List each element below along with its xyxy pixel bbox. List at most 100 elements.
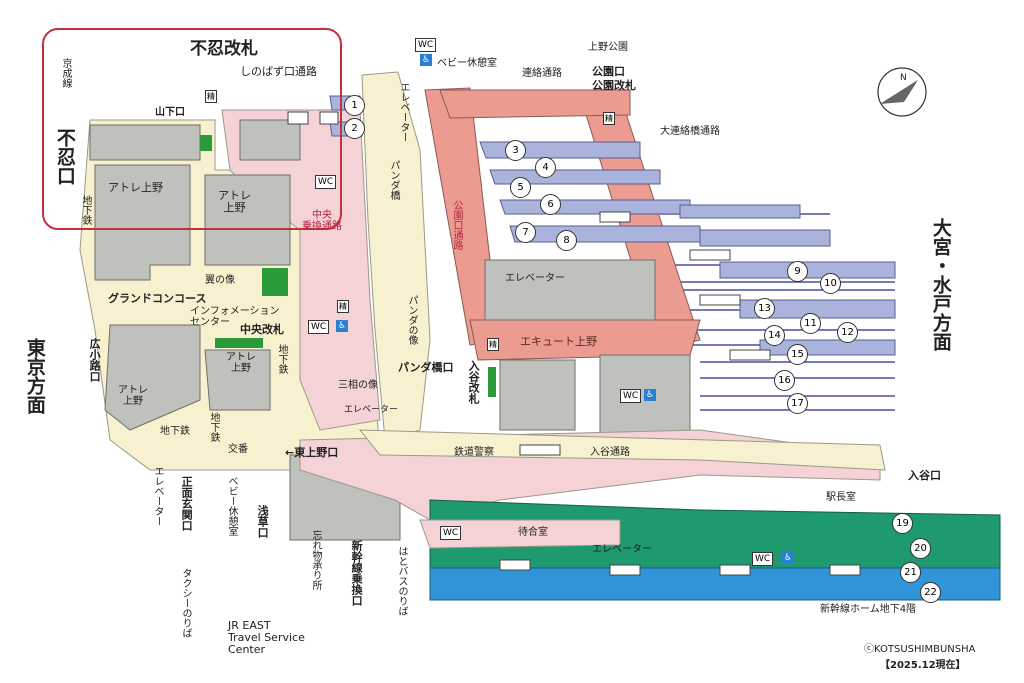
yamashita-exit-label: 山下口 [155, 107, 185, 118]
elevator-label-4: エレベーター [152, 466, 163, 526]
elevator-label-1: エレベーター [398, 82, 409, 142]
shinobazu-exit-label: 不忍口 [53, 128, 76, 185]
renraku-passage-label: 連絡通路 [522, 68, 562, 79]
taxi-stand-label: タクシーのりば [180, 568, 191, 638]
tokyo-direction-label: 東京方面 [23, 338, 46, 414]
elevator-label-3: エレベーター [344, 405, 399, 415]
subway-label-3: 地下鉄 [160, 426, 190, 437]
platform-1: 1 [344, 95, 365, 116]
higashi-ueno-exit-label: ←東上野口 [285, 446, 339, 459]
central-transfer-label: 中央 乗換通路 [302, 210, 342, 232]
platform-9: 9 [787, 261, 808, 282]
travel-service-center-label: JR EAST Travel Service Center [228, 619, 305, 657]
wc-icon: WC [440, 526, 462, 540]
panda-bridge-exit-label: パンダ橋口 [398, 361, 454, 374]
date-note-label: 【2025.12現在】 [880, 660, 966, 671]
platform-15: 15 [787, 344, 808, 365]
north-label: N [900, 73, 907, 83]
omiya-mito-direction-label: 大宮・水戸方面 [929, 218, 952, 351]
koen-passage-label: 公園口通路 [451, 200, 462, 250]
iriya-route [358, 429, 886, 471]
atre-ueno-label-3: アトレ 上野 [118, 385, 148, 407]
atre-ueno-label-1: アトレ上野 [108, 181, 163, 194]
shinkansen-transfer-label: 新幹線乗換口 [350, 540, 364, 606]
baby-room-label-2: ベビー休憩室 [226, 476, 237, 536]
hirokoji-exit-label: 広小路口 [88, 338, 102, 382]
police-box-label: 交番 [228, 444, 248, 455]
subway-label-4: 地下鉄 [208, 412, 219, 442]
asakusa-exit-label: 浅草口 [256, 505, 270, 538]
atre-ueno-label-4: アトレ 上野 [226, 352, 256, 374]
wc-icon: WC [315, 175, 337, 189]
copyright-label: ⓒKOTSUSHIMBUNSHA [864, 644, 976, 655]
shinobazu-gate-label: 不忍改札 [190, 39, 258, 59]
railway-police-label: 鉄道警察 [454, 447, 494, 458]
platform-4: 4 [535, 157, 556, 178]
ecute-label: エキュート上野 [520, 335, 597, 348]
platform-22: 22 [920, 582, 941, 603]
platform-12: 12 [837, 322, 858, 343]
atre-ueno-label-2: アトレ 上野 [218, 189, 251, 215]
central-gate-label: 中央改札 [240, 323, 284, 336]
main-entrance-exit-label: 正面玄関口 [180, 476, 194, 531]
shinkansen-platform [429, 567, 1001, 601]
platform-6: 6 [540, 194, 561, 215]
shinkansen-platform-label: 新幹線ホーム地下4階 [820, 604, 917, 615]
koen-gate-label: 公園改札 [592, 79, 636, 92]
hato-bus-label: はとバスのりば [396, 546, 407, 616]
koen-exit-label: 公園口 [592, 65, 625, 78]
keisei-line-label: 京成線 [60, 58, 71, 88]
iriya-passage-label: 入谷通路 [590, 447, 630, 458]
iriya-gate-label: 入谷改札 [467, 360, 481, 404]
platform-21: 21 [900, 562, 921, 583]
stairs [287, 111, 861, 576]
platform-10: 10 [820, 273, 841, 294]
panda-bridge-label: パンダ橋 [388, 160, 399, 200]
dai-renraku-label: 大連絡橋通路 [660, 126, 720, 137]
fare-adjustment-icon: 精 [337, 300, 349, 313]
subway-label-1: 地下鉄 [80, 195, 91, 225]
platform-7: 7 [515, 222, 536, 243]
fare-adjustment-icon: 精 [205, 90, 217, 103]
wheelchair-icon: ♿ [336, 320, 348, 332]
lost-found-label: 忘れ物承り所 [310, 530, 321, 590]
elevator-label-2: エレベーター [505, 273, 565, 284]
platform-13: 13 [754, 298, 775, 319]
platform-19: 19 [892, 513, 913, 534]
shinobazu-highlight [42, 28, 342, 230]
subway-label-2: 地下鉄 [276, 344, 287, 374]
panda-statue-label: パンダの像 [406, 295, 417, 345]
sanso-statue-label: 三相の像 [338, 380, 378, 391]
gate-markers [200, 135, 496, 397]
platform-5: 5 [510, 177, 531, 198]
iriya-exit-label: 入谷口 [908, 469, 941, 482]
wing-statue-label: 翼の像 [205, 275, 235, 286]
wheelchair-icon: ♿ [782, 552, 794, 564]
wheelchair-icon: ♿ [420, 54, 432, 66]
information-center-label: インフォメーション センター [190, 306, 280, 328]
platform-3: 3 [505, 140, 526, 161]
wheelchair-icon: ♿ [644, 389, 656, 401]
platform-16: 16 [774, 370, 795, 391]
panda-bridge [361, 71, 431, 441]
grand-concourse-label: グランドコンコース [108, 292, 207, 305]
wc-icon: WC [415, 38, 437, 52]
waiting-area [419, 519, 621, 549]
north-arrow-icon [877, 67, 927, 117]
renraku-passage [439, 89, 631, 119]
fare-adjustment-icon: 精 [603, 112, 615, 125]
buildings [89, 119, 691, 541]
platform-14: 14 [764, 325, 785, 346]
platform-11: 11 [800, 313, 821, 334]
platform-8: 8 [556, 230, 577, 251]
shinobazu-dori-label: しのばず口通路 [240, 65, 317, 78]
platform-2: 2 [344, 118, 365, 139]
fare-adjustment-icon: 精 [487, 338, 499, 351]
wc-icon: WC [752, 552, 774, 566]
ueno-park-label: 上野公園 [588, 42, 628, 53]
elevator-label-5: エレベーター [592, 544, 652, 555]
wc-icon: WC [620, 389, 642, 403]
platform-20: 20 [910, 538, 931, 559]
station-master-label: 駅長室 [826, 492, 856, 503]
